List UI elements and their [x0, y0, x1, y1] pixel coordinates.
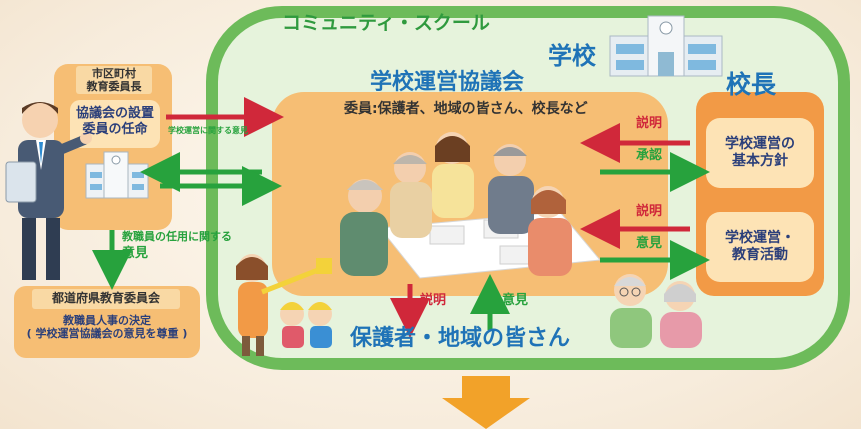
staff-appointment-label-line2: 意見 [122, 246, 149, 261]
explain-top-label: 説明 [636, 116, 663, 131]
municipal-board-item-line2: 委員の任命 [82, 121, 148, 137]
principal-box-1-line1: 学校運営の [725, 136, 795, 152]
board-member-figure [5, 102, 92, 280]
council-meeting-illustration [340, 132, 601, 279]
small-school-icon [85, 151, 149, 199]
opinion-right-label: 意見 [636, 236, 663, 251]
municipal-board-item: 協議会の設置 委員の任命 [70, 106, 160, 137]
parent-and-children-illustration [236, 254, 332, 356]
principal-box-1 [706, 118, 814, 188]
principal-box-2-line1: 学校運営・ [725, 230, 795, 246]
elderly-residents-illustration [610, 274, 702, 348]
municipal-board-title-line2: 教育委員長 [86, 80, 142, 94]
prefectural-board-title-bg [32, 289, 180, 309]
big-down-arrow [442, 376, 530, 429]
opinion-up-label: 意見 [502, 293, 529, 308]
prefectural-board-title: 都道府県教育委員会 [51, 291, 160, 305]
principal-box-2-line2: 教育活動 [732, 246, 788, 263]
council-title: 学校運営協議会 [370, 70, 525, 95]
approve-label: 承認 [636, 148, 663, 163]
principal-title: 校長 [726, 70, 777, 99]
principal-box-2 [706, 212, 814, 282]
explain-down-label: 説明 [420, 293, 447, 308]
school-label: 学校 [548, 42, 596, 70]
guardians-label: 保護者・地域の皆さん [350, 326, 571, 351]
prefectural-board-line2: ( 学校運営協議会の意見を尊重 ) [26, 327, 188, 341]
explain-bottom-label: 説明 [636, 204, 663, 219]
principal-box-1-line2: 基本方針 [732, 152, 788, 169]
community-school-label: コミュニティ・スクール [282, 12, 490, 34]
municipal-board-title-line1: 市区町村 [92, 67, 136, 80]
staff-appointment-label-line1: 教職員の任用に関する [122, 230, 232, 243]
municipal-board-title: 市区町村 教育委員長 [76, 67, 152, 93]
municipal-board-item-bg [70, 100, 160, 148]
school-building-icon [609, 15, 723, 77]
municipal-board-item-line1: 協議会の設置 [75, 106, 154, 121]
municipal-board-title-bg [76, 66, 152, 94]
council-members: 委員:保護者、地域の皆さん、校長など [344, 101, 588, 117]
opinion-on-school-management-label: 学校運営に関する意見 [168, 126, 248, 135]
principal-box-2-text: 学校運営・ 教育活動 [706, 230, 814, 264]
prefectural-board-line1: 教職員人事の決定 [63, 314, 151, 327]
prefectural-board-text: 教職員人事の決定 ( 学校運営協議会の意見を尊重 ) [14, 314, 200, 340]
principal-box-1-text: 学校運営の 基本方針 [706, 136, 814, 170]
